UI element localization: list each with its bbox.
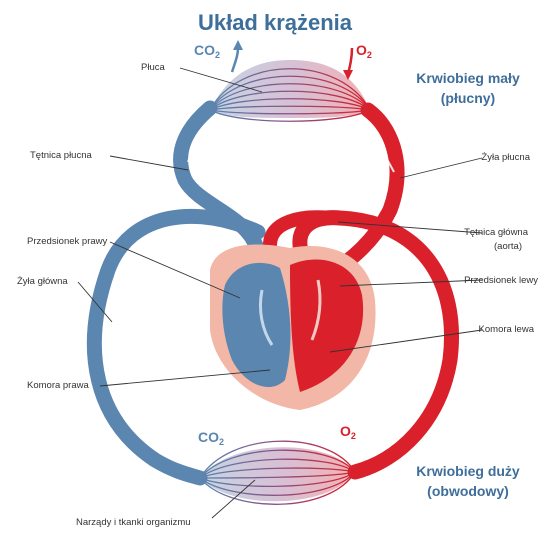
pulmonary-artery-vessel (181, 108, 259, 262)
label-komora-lewa: Komora lewa (479, 324, 535, 335)
label-pluca: Płuca (141, 62, 165, 73)
label-komora-prawa: Komora prawa (27, 380, 89, 391)
leader-zyla-plucna (400, 158, 482, 178)
co2-up-arrow (232, 48, 238, 72)
label-tetnica-glowna-2: (aorta) (494, 241, 522, 252)
label-przedsionek-lewy: Przedsionek lewy (464, 275, 538, 286)
o2-top-label: O2 (356, 42, 372, 60)
small-circuit-label-2: (płucny) (441, 90, 495, 106)
o2-bottom-label: O2 (340, 423, 356, 441)
small-circuit-label-1: Krwiobieg mały (416, 70, 520, 86)
label-narzady: Narządy i tkanki organizmu (76, 517, 191, 528)
label-tetnica-glowna-1: Tętnica główna (464, 227, 529, 238)
label-zyla-plucna: Żyła płucna (481, 152, 530, 163)
large-circuit-label-2: (obwodowy) (427, 483, 509, 499)
pulmonary-vein-vessel (330, 110, 397, 272)
diagram-title: Układ krążenia (198, 10, 353, 35)
co2-top-label: CO2 (194, 42, 220, 60)
co2-bottom-label: CO2 (198, 429, 224, 447)
label-tetnica-plucna: Tętnica płucna (30, 150, 93, 161)
heart (210, 244, 376, 410)
label-przedsionek-prawy: Przedsionek prawy (27, 236, 108, 247)
large-circuit-label-1: Krwiobieg duży (416, 463, 520, 479)
body-capillaries (200, 441, 355, 504)
label-zyla-glowna: Żyła główna (17, 276, 68, 287)
